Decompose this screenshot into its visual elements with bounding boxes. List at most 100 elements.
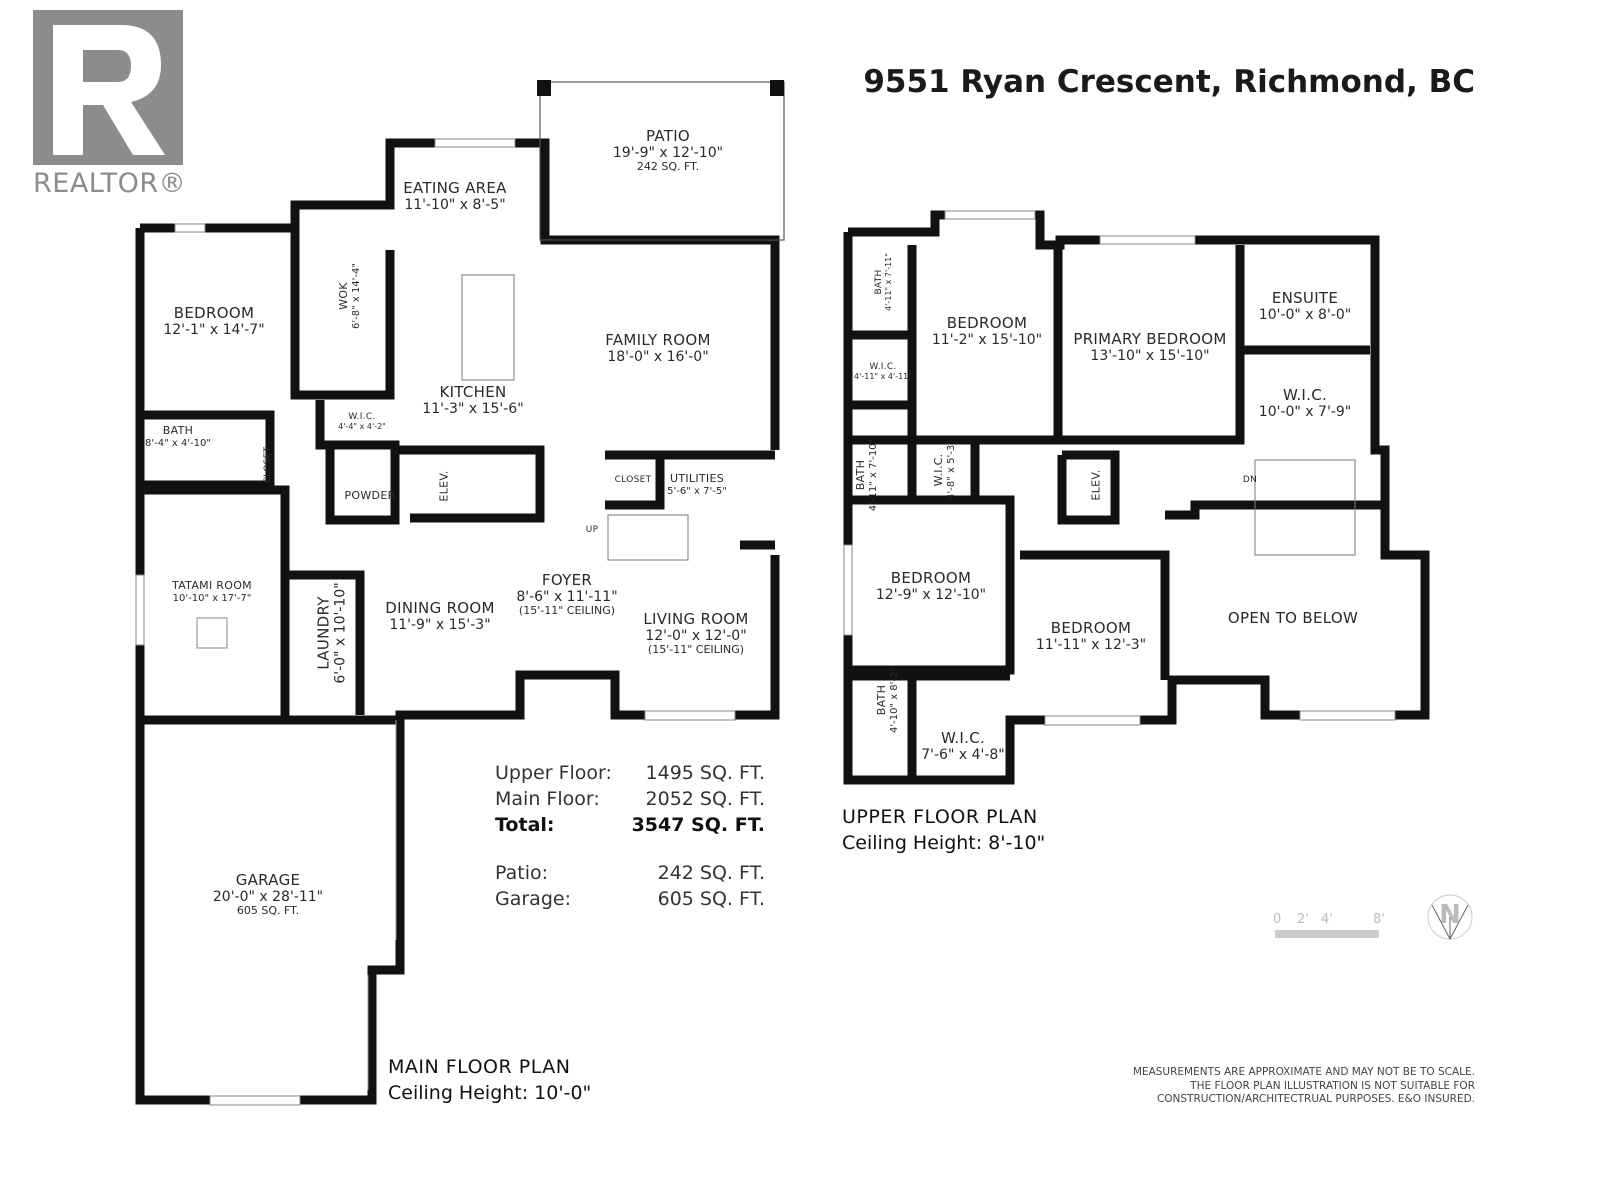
scale-tick: 2' bbox=[1297, 912, 1309, 927]
room-name: WOK bbox=[336, 282, 350, 310]
upper-floor-caption: UPPER FLOOR PLAN Ceiling Height: 8'-10" bbox=[842, 805, 1045, 856]
room-dims: 20'-0" x 28'-11" bbox=[212, 889, 324, 906]
room-dims: 4'-8" x 5'-3" bbox=[945, 440, 957, 500]
room-note: (15'-11" CEILING) bbox=[647, 643, 745, 657]
scale-tick: 4' bbox=[1321, 912, 1333, 927]
upper-floor-room-label: ELEV. bbox=[1089, 469, 1104, 501]
room-name: BATH bbox=[874, 684, 888, 716]
summary-value: 2052 SQ. FT. bbox=[645, 788, 765, 810]
room-name: ELEV. bbox=[1089, 469, 1103, 501]
room-dims: 4'-10" x 8'-2" bbox=[888, 666, 900, 734]
room-dims: 12'-9" x 12'-10" bbox=[875, 587, 987, 604]
room-name: KITCHEN bbox=[439, 383, 507, 401]
room-dims: 5'-6" x 7'-5" bbox=[667, 485, 727, 497]
room-name: FAMILY ROOM bbox=[605, 331, 711, 349]
summary-label: Upper Floor: bbox=[495, 762, 612, 784]
room-name: BEDROOM bbox=[890, 569, 972, 587]
summary-label: Total: bbox=[495, 814, 555, 836]
room-dims: 11'-2" x 15'-10" bbox=[931, 332, 1043, 349]
room-name: DINING ROOM bbox=[385, 599, 495, 617]
room-dims: 7'-6" x 4'-8" bbox=[921, 747, 1005, 764]
tatami-table bbox=[196, 617, 228, 649]
main-floor-room-label: W.I.C.4'-4" x 4'-2" bbox=[338, 412, 386, 432]
room-dims: 6'-0" x 10'-10" bbox=[332, 582, 349, 684]
room-dims: 11'-10" x 8'-5" bbox=[404, 197, 506, 214]
room-dims: 4'-11" x 7'-11" bbox=[884, 253, 894, 311]
room-dims: 4'-11" x 4'-11" bbox=[854, 372, 912, 382]
room-name: W.I.C. bbox=[1282, 386, 1328, 404]
room-dims: 4'-4" x 4'-2" bbox=[338, 422, 386, 432]
room-name: DN bbox=[1242, 475, 1258, 485]
scale-tick: 8' bbox=[1373, 912, 1385, 927]
main-floor-room-label: UP bbox=[586, 525, 599, 535]
room-dims: 6'-8" x 14'-4" bbox=[350, 262, 362, 330]
summary-value: 242 SQ. FT. bbox=[657, 862, 765, 884]
room-note: 605 SQ. FT. bbox=[236, 904, 300, 918]
north-arrow-icon: N bbox=[1426, 893, 1474, 941]
room-name: W.I.C. bbox=[869, 362, 897, 372]
summary-label: Main Floor: bbox=[495, 788, 600, 810]
main-floor-ceiling: Ceiling Height: 10'-0" bbox=[388, 1081, 592, 1104]
room-dims: 13'-10" x 15'-10" bbox=[1090, 348, 1210, 365]
room-name: BEDROOM bbox=[1050, 619, 1132, 637]
summary-row-patio: Patio:242 SQ. FT. bbox=[495, 862, 765, 884]
room-name: BATH bbox=[853, 459, 867, 491]
room-name: BEDROOM bbox=[173, 304, 255, 322]
summary-row-total: Total: 3547 SQ. FT. bbox=[495, 814, 765, 836]
disclaimer: MEASUREMENTS ARE APPROXIMATE AND MAY NOT… bbox=[1133, 1066, 1475, 1107]
disclaimer-line: CONSTRUCTION/ARCHITECTRUAL PURPOSES. E&O… bbox=[1156, 1093, 1475, 1106]
summary-label: Garage: bbox=[495, 888, 571, 910]
room-dims: 11'-9" x 15'-3" bbox=[389, 617, 491, 634]
room-name: EATING AREA bbox=[403, 179, 507, 197]
room-name: UP bbox=[585, 525, 599, 535]
room-name: PRIMARY BEDROOM bbox=[1073, 330, 1227, 348]
main-floor-east-wall bbox=[135, 228, 780, 1105]
realtor-r-icon bbox=[53, 25, 165, 155]
room-name: CLOSET bbox=[614, 475, 652, 485]
room-name: BATH bbox=[874, 269, 885, 295]
room-name: GARAGE bbox=[235, 871, 301, 889]
room-note: 242 SQ. FT. bbox=[636, 160, 700, 174]
realtor-wordmark: REALTOR® bbox=[33, 168, 187, 199]
room-dims: 11'-11" x 12'-3" bbox=[1035, 637, 1147, 654]
room-dims: 8'-4" x 4'-10" bbox=[144, 437, 212, 449]
upper-floor-ceiling: Ceiling Height: 8'-10" bbox=[842, 831, 1046, 854]
realtor-logo bbox=[33, 10, 183, 165]
upper-floor-room-label: W.I.C.4'-8" x 5'-3" bbox=[931, 440, 957, 500]
summary-value: 3547 SQ. FT. bbox=[631, 814, 765, 836]
room-name: CLOSET bbox=[262, 446, 273, 484]
main-floor-room-label: CLOSET bbox=[615, 475, 652, 485]
room-note: (15'-11" CEILING) bbox=[518, 604, 616, 618]
room-name: FOYER bbox=[541, 571, 593, 589]
summary-value: 1495 SQ. FT. bbox=[645, 762, 765, 784]
room-name: BATH bbox=[162, 424, 194, 437]
upper-floor-room-label: DN bbox=[1243, 475, 1257, 485]
north-letter: N bbox=[1439, 900, 1461, 930]
room-name: POWDER bbox=[344, 489, 396, 502]
kitchen-island bbox=[461, 274, 515, 381]
patio-outline bbox=[537, 80, 785, 241]
room-name: W.I.C. bbox=[940, 729, 986, 747]
main-floor-room-label: ELEV. bbox=[438, 470, 452, 501]
summary-row-garage: Garage:605 SQ. FT. bbox=[495, 888, 765, 910]
upper-floor-room-label: W.I.C.4'-11" x 4'-11" bbox=[854, 362, 912, 382]
room-dims: 8'-6" x 11'-11" bbox=[516, 589, 618, 606]
room-name: W.I.C. bbox=[931, 453, 945, 487]
summary-row-main: Main Floor: 2052 SQ. FT. bbox=[495, 788, 765, 810]
